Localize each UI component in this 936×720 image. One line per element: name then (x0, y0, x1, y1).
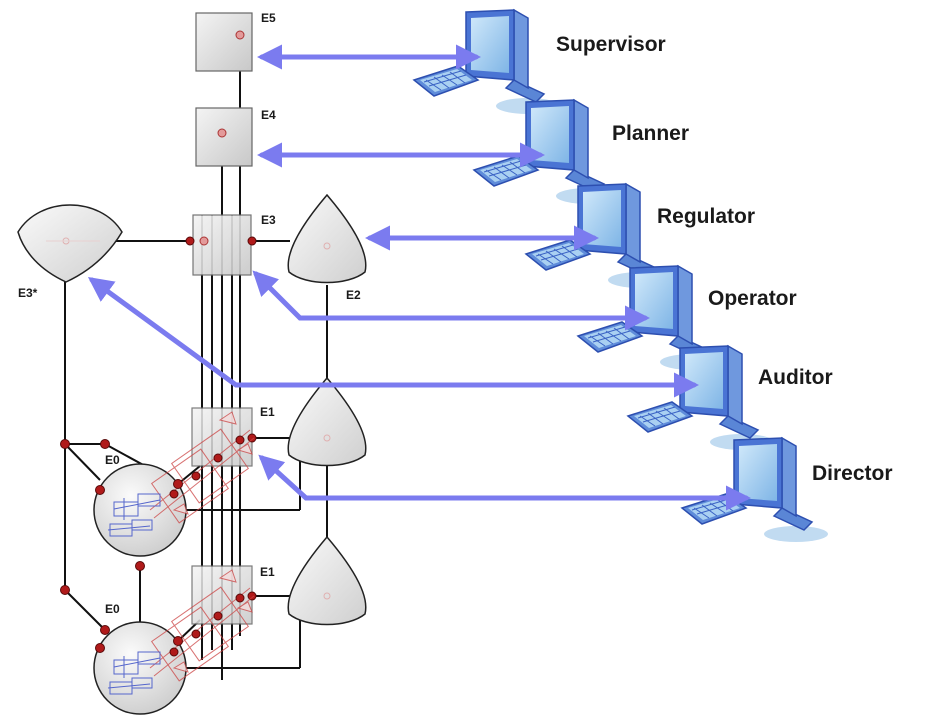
node-label-e0-lower: E0 (105, 602, 120, 616)
node-e0-upper (93, 463, 187, 557)
node-label-e1-lower: E1 (260, 565, 275, 579)
role-label-director: Director (812, 462, 893, 485)
node-label-e1-upper: E1 (260, 405, 275, 419)
workstation-director (681, 437, 829, 543)
node-e3 (185, 214, 257, 276)
node-e4 (195, 107, 253, 167)
arrow-auditor (87, 277, 699, 398)
workstation-supervisor (413, 9, 561, 115)
role-label-operator: Operator (708, 287, 797, 310)
node-e2 (287, 193, 367, 284)
node-e5 (195, 12, 253, 72)
node-e1-shape-lower (287, 535, 367, 626)
node-label-e4: E4 (261, 108, 276, 122)
node-e0-lower (93, 621, 187, 715)
connector-dots (60, 439, 183, 653)
role-label-regulator: Regulator (657, 205, 756, 228)
node-e1-box-upper (191, 407, 257, 467)
node-label-e0-upper: E0 (105, 453, 120, 467)
node-label-e3: E3 (261, 213, 276, 227)
role-label-planner: Planner (612, 122, 690, 145)
node-e3star (17, 204, 123, 283)
arrow-director (258, 454, 751, 511)
node-label-e3star: E3* (18, 286, 38, 300)
node-e1-shape-upper (287, 376, 367, 467)
node-label-e2: E2 (346, 288, 361, 302)
node-e1-box-lower (191, 565, 257, 625)
workstation-auditor (627, 345, 775, 451)
role-label-supervisor: Supervisor (556, 33, 666, 56)
role-label-auditor: Auditor (758, 366, 833, 389)
node-label-e5: E5 (261, 11, 276, 25)
